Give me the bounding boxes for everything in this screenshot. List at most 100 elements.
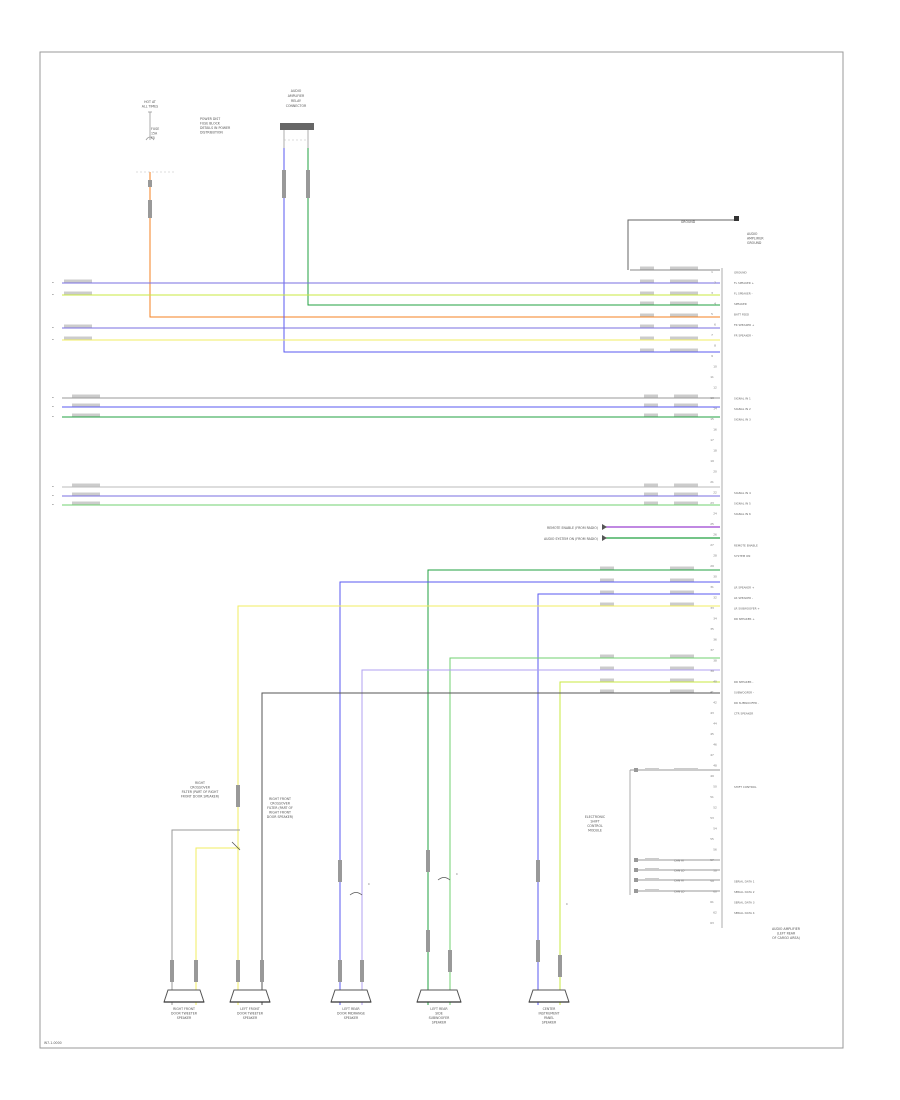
module-pin-number: 12	[713, 386, 717, 390]
orange-wire-label	[148, 200, 152, 218]
serial-entry-label: CAN HI	[674, 879, 684, 883]
speaker-icon	[163, 989, 205, 1003]
wire-code-label	[645, 768, 659, 771]
wire-code-label	[670, 279, 698, 283]
wire-code-label	[640, 266, 654, 270]
module-pin-number: 14	[713, 407, 717, 411]
module-pin-number: 57	[710, 858, 714, 862]
speaker-label: SIDE	[435, 1012, 442, 1016]
module-pin-number: 13	[710, 396, 714, 400]
module-name: OF CARGO AREA)	[772, 936, 800, 940]
wire-label-blob	[260, 960, 264, 982]
speaker-label: LEFT FRONT	[240, 1007, 259, 1011]
module-pin-label: SYSTEM ON	[734, 554, 750, 558]
module-pin-number: 19	[710, 459, 714, 463]
ground-wire	[627, 219, 734, 270]
wire-endpoint: •	[52, 405, 54, 409]
speaker-label: DOOR TWEETER	[171, 1012, 198, 1016]
wire-code-label	[600, 654, 614, 658]
wire-orange-batt-feed	[149, 172, 720, 318]
module-pin-number: 53	[710, 816, 714, 820]
module-pin-number: 9	[711, 354, 713, 358]
wire-endpoint: •	[52, 396, 54, 400]
wire-label-blob	[194, 960, 198, 982]
wire-code-label	[670, 336, 698, 340]
ground-symbol	[734, 216, 739, 221]
wire-code-label	[640, 336, 654, 340]
speaker-label: LEFT REAR	[430, 1007, 448, 1011]
ground-label: GROUND	[747, 241, 762, 245]
module-name: AUDIO AMPLIFIER	[772, 927, 801, 931]
module-pin-number: 63	[710, 921, 714, 925]
module-pin-number: 52	[713, 806, 717, 810]
module-pin-number: 23	[710, 501, 714, 505]
module-pin-label: FL SPEAKER -	[734, 292, 753, 296]
wire-code-label	[640, 313, 654, 317]
wire-code-label	[674, 403, 698, 407]
wire-endpoint: •	[52, 293, 54, 297]
module-pin-number: 51	[710, 795, 714, 799]
module-pin-label: SHIFT CONTROL	[734, 785, 757, 789]
wire-endpoint: •	[52, 281, 54, 285]
module-pin-number: 20	[713, 470, 717, 474]
wire-code-label	[72, 413, 100, 417]
crossover-symbol	[231, 841, 241, 851]
module-pin-number: 10	[713, 365, 717, 369]
fuse-symbol	[145, 136, 155, 141]
module-pin-number: 8	[714, 344, 716, 348]
wire-code-label	[674, 501, 698, 505]
wire-code-label	[72, 403, 100, 407]
module-pin-number: 3	[711, 291, 713, 295]
wire-label-blob	[338, 960, 342, 982]
module-pin-number: 33	[710, 606, 714, 610]
wire-code-label	[670, 654, 694, 658]
wire-code-label	[600, 602, 614, 606]
module-pin-label: FR SPEAKER -	[734, 334, 753, 338]
wire-code-label	[645, 889, 659, 892]
speaker-icon	[229, 989, 271, 1003]
connector-block	[280, 123, 314, 130]
module-name: (LEFT REAR	[777, 932, 796, 936]
module-pin-label: SUBWOOFER -	[734, 691, 754, 695]
wire-code-label	[640, 301, 654, 305]
wire-code-label	[72, 492, 100, 496]
wire-code-label	[600, 666, 614, 670]
wire-endpoint: •	[52, 338, 54, 342]
module-pin-number: 1	[711, 270, 713, 274]
crossover-label-right-front: RIGHT FRONT	[269, 797, 291, 801]
wire-lightgreen-rr-speaker	[449, 657, 720, 1005]
module-pin-number: 41	[710, 690, 714, 694]
module-pin-number: 39	[710, 669, 714, 673]
module-pin-number: 58	[713, 869, 717, 873]
serial-connector-pin	[634, 889, 638, 893]
wire-code-label	[670, 578, 694, 582]
diagram-frame	[39, 51, 844, 1049]
module-pin-number: 43	[710, 711, 714, 715]
module-pin-label: SPEAKER	[734, 302, 747, 306]
module-pin-label: SIGNAL IN 3	[734, 418, 751, 422]
wire-code-label	[674, 413, 698, 417]
crossover-label-right-front: CROSSOVER	[270, 802, 291, 806]
module-pin-number: 42	[713, 701, 717, 705]
module-pin-number: 7	[711, 333, 713, 337]
speaker-label: SPEAKER	[542, 1021, 557, 1025]
wire-code-label	[674, 768, 698, 771]
wire-code-label	[645, 878, 659, 881]
wire-label-blob	[426, 850, 430, 872]
green-wire-label	[306, 170, 310, 198]
module-pin-label: BATT FEED	[734, 313, 749, 317]
shift-module-label: MODULE	[588, 829, 602, 833]
remote-enable-label: REMOTE ENABLE (FROM RADIO)	[547, 526, 598, 530]
fuse-label: F5	[151, 136, 155, 140]
serial-entry-label: CAN LO	[674, 869, 685, 873]
wire-code-label	[64, 336, 92, 340]
module-pin-number: 18	[713, 449, 717, 453]
crossover-wire-yellow	[195, 847, 240, 1005]
module-pin-number: 56	[713, 848, 717, 852]
capacitor-symbol	[349, 892, 363, 896]
ground-label: AMPLIFIER	[747, 237, 764, 241]
wire-label-blob	[536, 860, 540, 882]
module-pin-number: 62	[713, 911, 717, 915]
wire-label-blob	[236, 960, 240, 982]
